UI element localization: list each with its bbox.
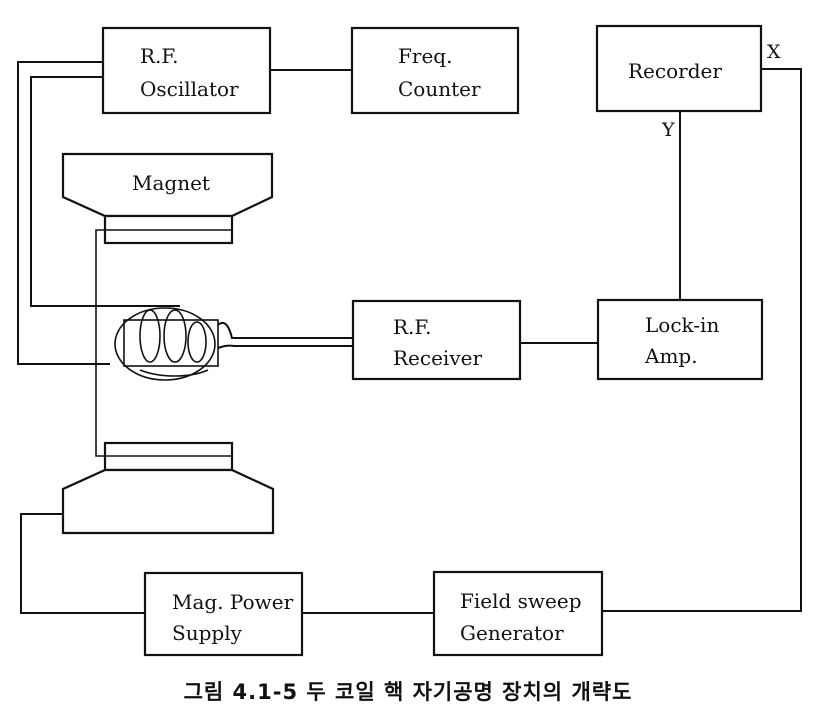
mag-power-supply-block: Mag. Power Supply <box>143 571 304 657</box>
wire-oscillator-inner <box>30 76 180 307</box>
wire-power-to-magnet <box>20 513 145 614</box>
lockin-amp-label-2: Amp. <box>644 344 698 368</box>
magnet-lower-pole <box>61 441 275 535</box>
rf-receiver-label-2: Receiver <box>393 346 482 370</box>
recorder-x-port-label: X <box>767 41 781 63</box>
rf-oscillator-block: R.F. Oscillator <box>101 26 272 115</box>
receiver-coil-turn-3 <box>187 321 207 363</box>
wire-coil-to-receiver-a <box>217 321 353 339</box>
rf-receiver-block: R.F. Receiver <box>351 299 522 381</box>
freq-counter-label-1: Freq. <box>398 44 452 68</box>
mag-power-supply-label-2: Supply <box>172 621 243 645</box>
lockin-amp-block: Lock-in Amp. <box>596 298 764 381</box>
transmitter-coil <box>114 307 216 381</box>
field-sweep-label-2: Generator <box>460 621 564 645</box>
receiver-coil-turn-2 <box>163 309 187 363</box>
lockin-amp-label-1: Lock-in <box>645 313 719 337</box>
freq-counter-label-2: Counter <box>398 77 481 101</box>
rf-receiver-label-1: R.F. <box>393 315 432 339</box>
wire-recorder-x-to-sweep <box>602 68 802 612</box>
receiver-coil-turn-1 <box>139 309 161 363</box>
mag-power-supply-label-1: Mag. Power <box>172 590 294 614</box>
recorder-block: Recorder X Y <box>595 24 781 141</box>
figure-caption: 그림 4.1-5 두 코일 핵 자기공명 장치의 개략도 <box>183 680 633 704</box>
recorder-label: Recorder <box>628 59 722 83</box>
magnet-upper-pole: Magnet <box>61 152 274 245</box>
rf-oscillator-label-2: Oscillator <box>140 77 239 101</box>
sample-coil-assembly <box>114 307 219 381</box>
rf-oscillator-label-1: R.F. <box>140 44 179 68</box>
field-sweep-label-1: Field sweep <box>460 589 582 613</box>
wire-oscillator-outer <box>17 61 110 365</box>
wire-coil-to-receiver-b <box>217 344 353 349</box>
magnet-label: Magnet <box>132 171 210 195</box>
freq-counter-block: Freq. Counter <box>350 26 520 115</box>
receiver-coil-bottom <box>139 369 209 377</box>
field-sweep-generator-block: Field sweep Generator <box>432 570 604 657</box>
sample-holder <box>123 319 219 367</box>
wire-magnet-poles <box>95 229 105 457</box>
recorder-y-port-label: Y <box>661 119 675 141</box>
